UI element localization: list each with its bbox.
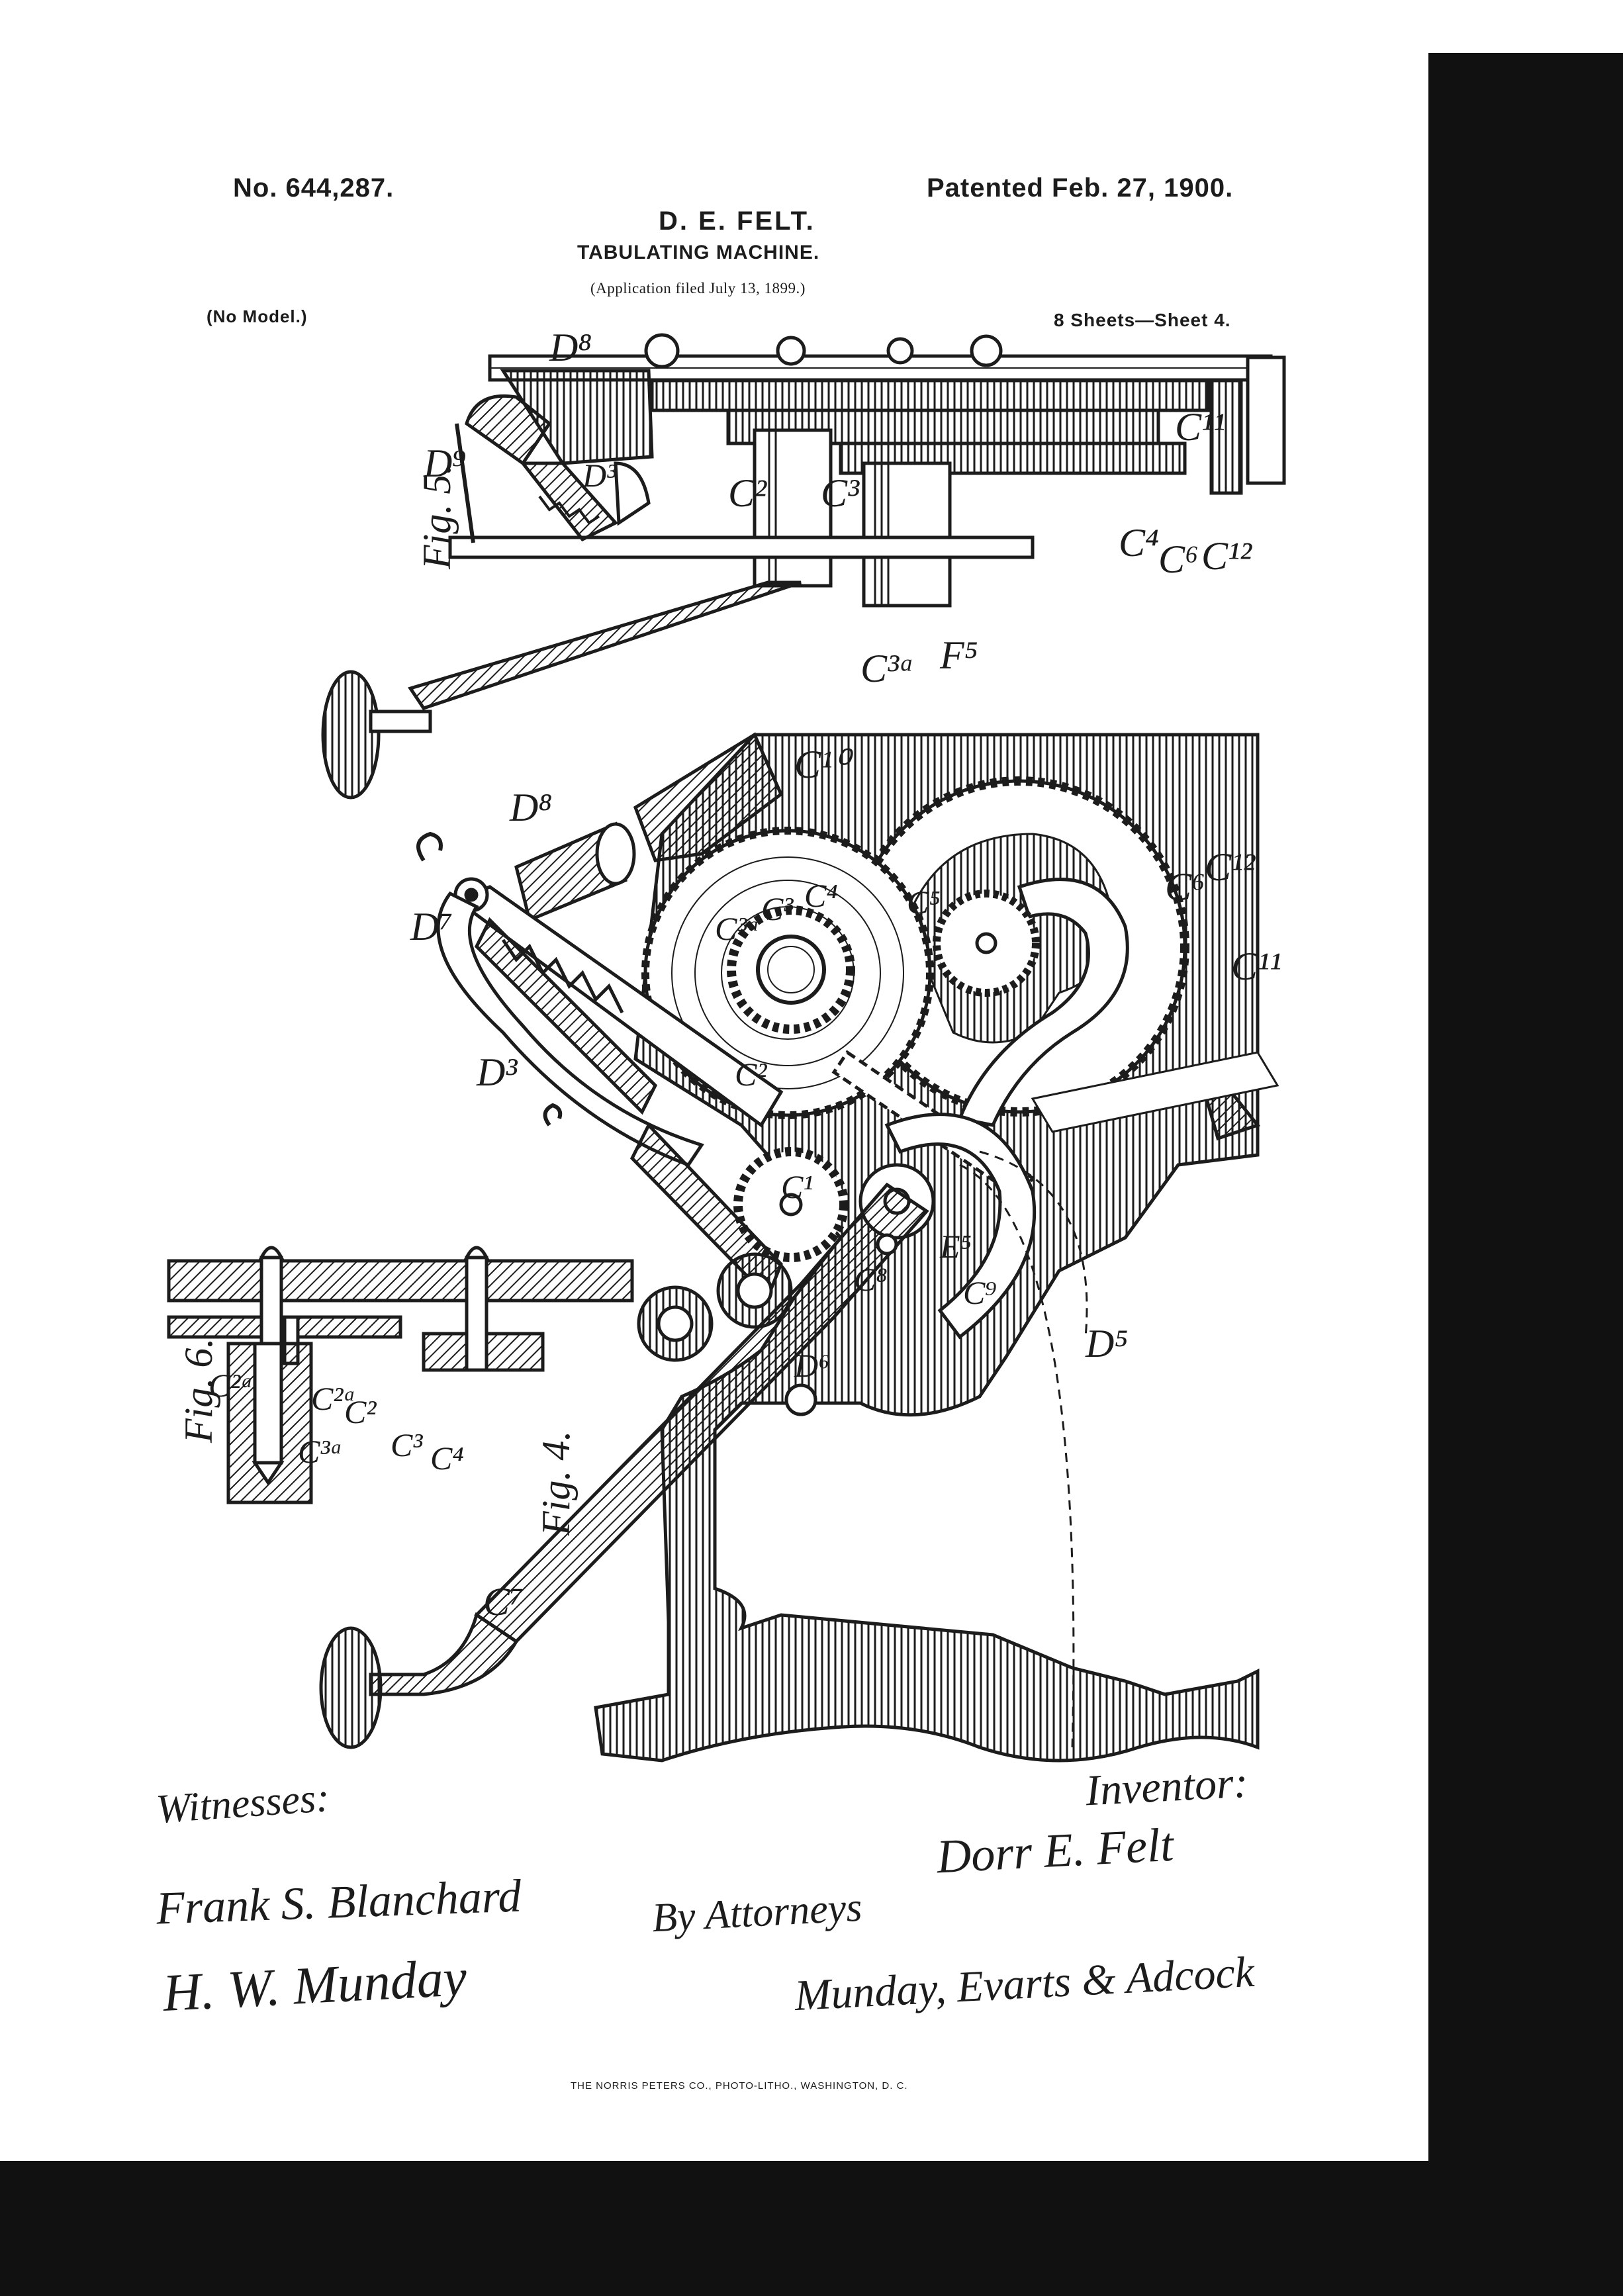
label-fig5-c2: C²: [728, 471, 767, 515]
label-fig5-c12: C¹²: [1201, 534, 1252, 578]
scan-border-right: [1428, 53, 1623, 2296]
fig6-caption: Fig. 6.: [177, 1338, 220, 1444]
label-fig4-d5: D⁵: [1085, 1322, 1128, 1365]
label-fig5-c11: C¹¹: [1175, 405, 1225, 449]
scan-border-bottom: [0, 2161, 1623, 2296]
label-fig5-f5: F⁵: [939, 633, 978, 677]
patent-number: No. 644,287.: [233, 173, 394, 203]
label-fig4-c5: C⁵: [907, 884, 941, 921]
figure-6: C²ᵃ C²ᵃ C³ᵃ C² C³ C⁴ Fig. 6.: [167, 1246, 634, 1504]
label-fig6-c2a-left: C²ᵃ: [209, 1367, 254, 1404]
model-note: (No Model.): [207, 306, 308, 326]
label-fig4-c11: C¹¹: [1231, 944, 1281, 988]
label-fig5-d9: D⁹: [423, 441, 466, 485]
label-fig5-c3a: C³ᵃ: [860, 647, 915, 690]
label-fig6-c2: C²: [344, 1393, 377, 1430]
label-fig4-e5: E⁵: [939, 1228, 972, 1265]
label-fig5-d8: D⁸: [549, 326, 592, 369]
fig4-caption: Fig. 4.: [534, 1431, 578, 1536]
label-fig4-c8: C⁸: [854, 1261, 888, 1298]
label-fig4-d3: D³: [476, 1050, 518, 1094]
label-fig6-c4: C⁴: [430, 1440, 464, 1477]
label-fig5-c6: C⁶: [1158, 537, 1199, 581]
label-fig5-c3: C³: [821, 471, 860, 515]
label-fig4-c6: C⁶: [1165, 865, 1205, 909]
label-fig4-c3: C³: [761, 890, 794, 927]
label-fig5-d3: D³: [582, 457, 617, 494]
figure-4: C¹⁰ D⁸ D⁷ C³ᵃ C³ C⁴ C⁵ C⁶ C¹² C¹¹ D³ C² …: [319, 732, 1281, 1763]
label-fig4-d6: D⁶: [794, 1347, 830, 1384]
inventor-name: D. E. FELT.: [659, 207, 815, 236]
label-fig6-c3a: C³ᵃ: [298, 1433, 343, 1470]
label-fig4-c4: C⁴: [804, 877, 838, 914]
printer-imprint: THE NORRIS PETERS CO., PHOTO-LITHO., WAS…: [571, 2080, 908, 2091]
label-fig4-c3a: C³ᵃ: [715, 910, 760, 947]
label-fig4-c1: C¹: [781, 1168, 813, 1205]
label-fig4-c2: C²: [735, 1056, 767, 1093]
label-fig4-c10: C¹⁰: [794, 743, 854, 786]
patent-date: Patented Feb. 27, 1900.: [927, 173, 1234, 203]
label-fig4-c12: C¹²: [1205, 845, 1256, 889]
label-fig6-c3: C³: [391, 1426, 423, 1463]
inventor-label: Inventor:: [1084, 1758, 1250, 1815]
figure-5: D⁸ D⁹ D³ C² C³ C³ᵃ F⁵ C¹¹ C⁴ C⁶ C¹² Fig.…: [321, 326, 1286, 800]
document-title: TABULATING MACHINE.: [577, 242, 820, 263]
label-fig5-c4: C⁴: [1119, 521, 1159, 565]
label-fig4-c7: C⁷: [483, 1580, 524, 1624]
label-fig4-d7: D⁷: [410, 905, 453, 948]
label-fig4-c9: C⁹: [963, 1274, 997, 1311]
application-filed: (Application filed July 13, 1899.): [590, 280, 806, 297]
label-fig4-d8: D⁸: [509, 786, 552, 829]
label-fig6-c2a-right: C²ᵃ: [311, 1380, 356, 1417]
sheet-count: 8 Sheets—Sheet 4.: [1054, 310, 1231, 330]
fig5-caption: Fig. 5.: [415, 465, 459, 570]
